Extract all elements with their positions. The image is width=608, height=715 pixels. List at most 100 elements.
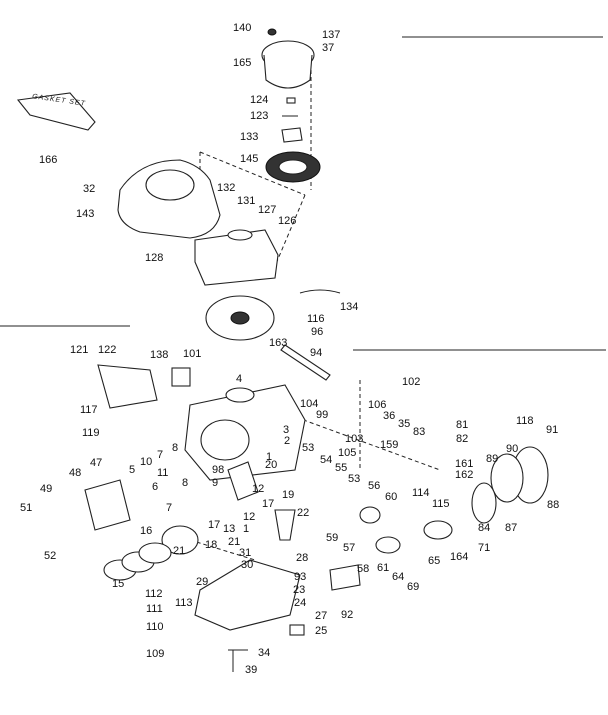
label-36: 36 bbox=[383, 410, 396, 422]
label-17b: 17 bbox=[208, 519, 221, 531]
gear-164 bbox=[423, 520, 453, 540]
label-20: 20 bbox=[265, 459, 278, 471]
label-6: 6 bbox=[152, 481, 159, 493]
label-122: 122 bbox=[98, 344, 117, 356]
label-4: 4 bbox=[236, 373, 243, 385]
label-35: 35 bbox=[398, 418, 411, 430]
label-109: 109 bbox=[146, 648, 165, 660]
label-94: 94 bbox=[310, 347, 323, 359]
label-164: 164 bbox=[450, 551, 469, 563]
label-111: 111 bbox=[146, 603, 163, 615]
label-64: 64 bbox=[392, 571, 405, 583]
label-99: 99 bbox=[316, 409, 329, 421]
blower-housing-opening bbox=[145, 169, 195, 201]
label-15: 15 bbox=[112, 578, 125, 590]
guide-line bbox=[269, 194, 306, 279]
label-54: 54 bbox=[320, 454, 333, 466]
label-52: 52 bbox=[44, 550, 57, 562]
gear-61 bbox=[375, 536, 401, 554]
label-13: 13 bbox=[223, 523, 236, 535]
label-61: 61 bbox=[377, 562, 390, 574]
starter-housing bbox=[263, 54, 313, 89]
label-32: 32 bbox=[83, 183, 96, 195]
label-51: 51 bbox=[20, 502, 33, 514]
label-83: 83 bbox=[413, 426, 426, 438]
fuel-tank-126 bbox=[194, 229, 279, 286]
label-59: 59 bbox=[326, 532, 339, 544]
label-47: 47 bbox=[90, 457, 103, 469]
label-19: 19 bbox=[282, 489, 295, 501]
label-57: 57 bbox=[343, 542, 356, 554]
label-14: 21 bbox=[173, 545, 186, 557]
guide-line bbox=[289, 414, 441, 471]
label-140: 140 bbox=[233, 22, 252, 34]
label-143: 143 bbox=[76, 208, 95, 220]
label-105: 105 bbox=[338, 447, 357, 459]
guide-line bbox=[199, 151, 306, 196]
label-71: 71 bbox=[478, 542, 491, 554]
label-101: 101 bbox=[183, 348, 202, 360]
label-89: 89 bbox=[486, 453, 499, 465]
label-134: 134 bbox=[340, 301, 359, 313]
label-133: 133 bbox=[240, 131, 259, 143]
label-91: 91 bbox=[546, 424, 559, 436]
label-58: 58 bbox=[357, 563, 370, 575]
label-39: 39 bbox=[245, 664, 258, 676]
label-145: 145 bbox=[240, 153, 259, 165]
connecting-rod-22 bbox=[274, 509, 296, 541]
label-16: 16 bbox=[140, 525, 153, 537]
crankcase-base-23 bbox=[194, 559, 301, 631]
label-10: 10 bbox=[140, 456, 153, 468]
label-166: 166 bbox=[39, 154, 58, 166]
bearing-4 bbox=[225, 387, 255, 403]
flywheel-hub bbox=[230, 311, 250, 325]
muffler-14 bbox=[161, 525, 199, 555]
label-34: 34 bbox=[258, 647, 271, 659]
plate-138 bbox=[171, 367, 191, 387]
label-138: 138 bbox=[150, 349, 169, 361]
label-161: 161 bbox=[455, 458, 474, 470]
label-162: 162 bbox=[455, 469, 474, 481]
label-137: 137 bbox=[322, 29, 341, 41]
rail-94 bbox=[280, 344, 331, 381]
label-131: 131 bbox=[237, 195, 256, 207]
label-84: 84 bbox=[478, 522, 491, 534]
label-124: 124 bbox=[250, 94, 269, 106]
label-56: 56 bbox=[368, 480, 381, 492]
label-30: 30 bbox=[241, 559, 254, 571]
label-22: 22 bbox=[297, 507, 310, 519]
label-55: 55 bbox=[335, 462, 348, 474]
label-116: 116 bbox=[307, 313, 325, 325]
pulley-145-hub bbox=[278, 159, 308, 175]
label-114: 114 bbox=[412, 487, 430, 499]
label-110: 110 bbox=[146, 621, 164, 633]
part-25 bbox=[289, 624, 305, 636]
label-25: 25 bbox=[315, 625, 328, 637]
label-28: 28 bbox=[296, 552, 309, 564]
label-88: 88 bbox=[547, 499, 560, 511]
drum-89 bbox=[490, 453, 524, 503]
label-3: 3 bbox=[283, 424, 290, 436]
label-49: 49 bbox=[40, 483, 53, 495]
label-27: 27 bbox=[315, 610, 328, 622]
label-65: 65 bbox=[428, 555, 441, 567]
label-118: 118 bbox=[516, 415, 534, 427]
label-102: 102 bbox=[402, 376, 421, 388]
label-18: 18 bbox=[205, 539, 218, 551]
label-90: 90 bbox=[506, 443, 519, 455]
label-87: 87 bbox=[505, 522, 518, 534]
label-119: 119 bbox=[82, 427, 100, 439]
label-53b: 53 bbox=[348, 473, 361, 485]
label-128: 128 bbox=[145, 252, 164, 264]
part-133 bbox=[281, 127, 303, 143]
label-117: 117 bbox=[80, 404, 98, 416]
label-98: 98 bbox=[212, 464, 225, 476]
label-7a: 7 bbox=[157, 449, 164, 461]
label-8a: 8 bbox=[172, 442, 179, 454]
label-103: 103 bbox=[345, 433, 364, 445]
label-126: 126 bbox=[278, 215, 297, 227]
label-24: 24 bbox=[294, 597, 307, 609]
label-93: 93 bbox=[294, 571, 307, 583]
carburetor-47 bbox=[84, 479, 131, 531]
